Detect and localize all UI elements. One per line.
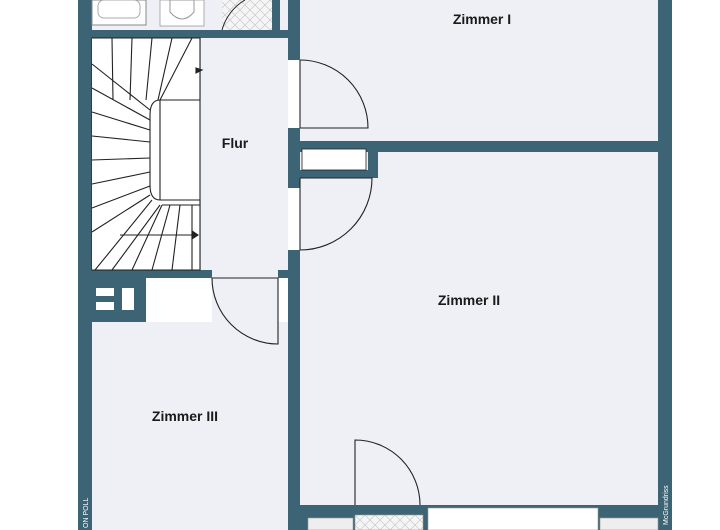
floor-zimmer-2	[300, 152, 658, 505]
walls	[78, 0, 672, 530]
floor-zimmer-1	[300, 0, 658, 141]
wall-outer-left	[78, 0, 92, 530]
wall-center-mid	[288, 128, 300, 188]
door-zimmer-2-swing	[299, 177, 373, 251]
wall-bath-bottom	[78, 30, 290, 38]
wall-flur-bottom-a	[78, 270, 212, 278]
bathtub-icon	[91, 0, 147, 26]
door-zimmer-3-swing	[211, 277, 279, 345]
floor-zimmer-3	[92, 322, 288, 530]
window-icon	[307, 507, 659, 530]
closet	[301, 148, 367, 171]
floor-flur-lower	[212, 270, 278, 325]
staircase-icon	[91, 37, 204, 271]
wall-shaft	[78, 278, 146, 322]
doors	[211, 59, 421, 506]
wall-z1-bottom	[288, 141, 672, 152]
door-swing-icon	[221, 0, 246, 31]
wall-closet-right	[368, 141, 378, 178]
door-zimmer-1-swing	[299, 59, 369, 129]
room-label-zimmer-1: Zimmer I	[453, 11, 511, 27]
room-label-zimmer-2: Zimmer II	[438, 292, 500, 308]
wall-center-top	[288, 0, 300, 60]
wall-closet-bottom	[288, 170, 378, 178]
room-label-zimmer-3: Zimmer III	[152, 408, 218, 424]
wall-closet-top	[288, 141, 378, 149]
wall-outer-right	[658, 0, 672, 530]
edge-text-left: ON POLL	[83, 498, 90, 528]
wall-flur-bottom-b	[278, 270, 300, 278]
toilet-icon	[159, 0, 205, 27]
wall-center-lower	[288, 250, 300, 530]
vent-icon	[96, 288, 134, 310]
floors	[92, 0, 658, 530]
room-label-flur: Flur	[222, 135, 249, 151]
edge-text-right: McGrundriss	[663, 485, 670, 525]
wall-bath-right	[272, 0, 280, 38]
floor-bath-tiles	[222, 0, 272, 30]
door-bottom-swing	[354, 439, 421, 506]
